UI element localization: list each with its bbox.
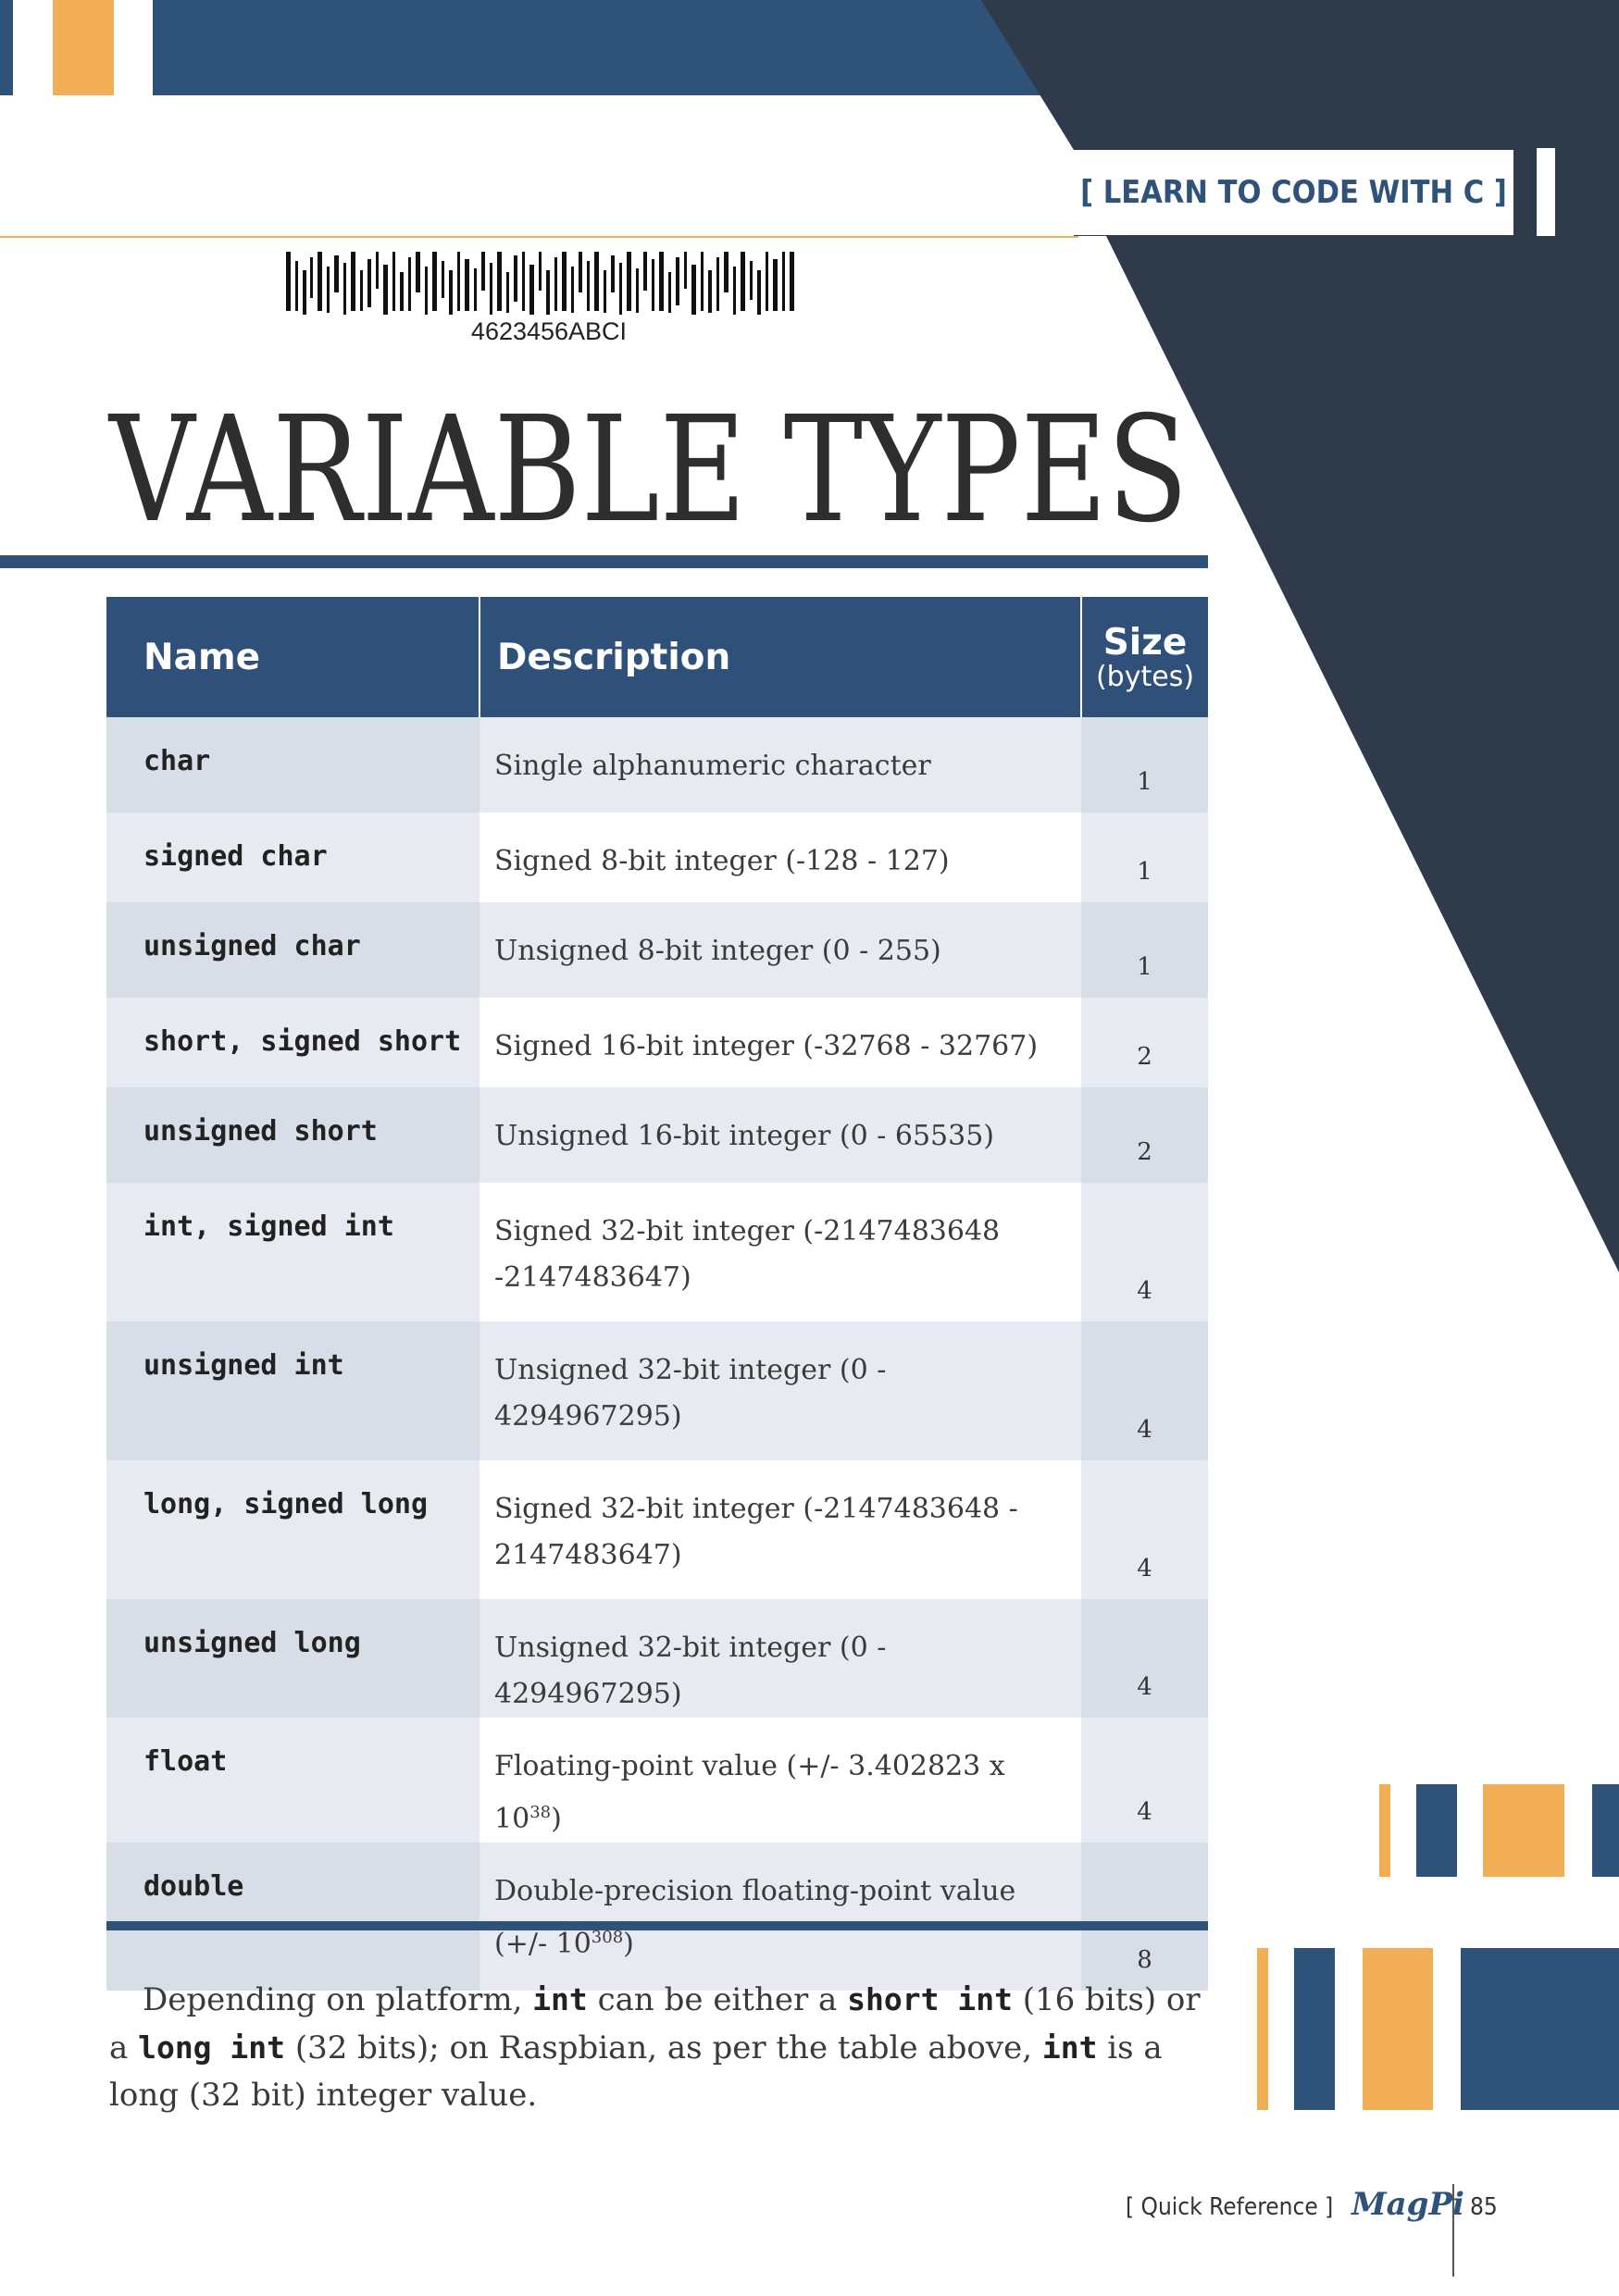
table-row: int, signed int Signed 32-bit integer (-…	[106, 1183, 1208, 1322]
deco-stripe-navy-3	[1294, 1948, 1335, 2110]
type-description: Signed 32-bit integer (-2147483648 -2147…	[479, 1183, 1081, 1322]
deco-white-stripe	[1537, 148, 1555, 236]
para-code: short int	[847, 1981, 1013, 2017]
barcode-number: 4623456ABCI	[470, 317, 628, 345]
magpi-logo: MagPi	[1351, 2186, 1464, 2223]
section-header-tag: [ LEARN TO CODE WITH C ]	[1074, 150, 1513, 235]
type-name: long, signed long	[106, 1460, 479, 1599]
type-name: unsigned int	[106, 1322, 479, 1460]
type-description: Signed 16-bit integer (-32768 - 32767)	[479, 998, 1081, 1087]
header-name: Name	[106, 597, 480, 717]
header-size: Size (bytes)	[1081, 597, 1208, 717]
table-row: char Single alphanumeric character 1	[106, 717, 1208, 813]
para-code: int	[532, 1981, 588, 2017]
deco-stripe-navy-4	[1461, 1948, 1619, 2110]
type-size: 4	[1081, 1599, 1208, 1718]
table-bottom-rule	[106, 1921, 1208, 1930]
table-row: unsigned short Unsigned 16-bit integer (…	[106, 1087, 1208, 1183]
page-number: 85	[1470, 2193, 1498, 2221]
type-name: float	[106, 1718, 479, 1843]
type-name: signed char	[106, 813, 479, 902]
para-text: is a long (32 bit) integer value.	[109, 2029, 1163, 2114]
para-text: (16 bits) or a	[109, 1981, 1201, 2066]
para-text: (32 bits); on Raspbian, as per the table…	[285, 2029, 1042, 2066]
header-size-label: Size	[1102, 622, 1188, 664]
type-name: char	[106, 717, 479, 813]
type-description: Unsigned 32-bit integer (0 - 4294967295)	[479, 1599, 1081, 1718]
type-size: 4	[1081, 1718, 1208, 1843]
deco-stripe-orange-2	[1363, 1948, 1433, 2110]
body-paragraph: Depending on platform, int can be either…	[109, 1976, 1202, 2119]
desc-text: Double-precision floating-point value (+…	[494, 1875, 1016, 1960]
deco-stripe-orange	[53, 0, 114, 95]
page-title: VARIABLE TYPES	[109, 385, 1189, 555]
type-name: unsigned char	[106, 902, 479, 998]
deco-stripe-orange-thin-1	[1379, 1784, 1390, 1877]
header-description: Description	[479, 597, 1082, 717]
type-name: int, signed int	[106, 1183, 479, 1322]
table-row: float Floating-point value (+/- 3.402823…	[106, 1718, 1208, 1843]
deco-stripe-navy-small	[0, 0, 13, 95]
header-description-label: Description	[497, 636, 731, 678]
deco-stripe-orange-1	[1483, 1784, 1564, 1877]
table-row: unsigned char Unsigned 8-bit integer (0 …	[106, 902, 1208, 998]
table-row: long, signed long Signed 32-bit integer …	[106, 1460, 1208, 1599]
type-size: 2	[1081, 998, 1208, 1087]
section-header-text: [ LEARN TO CODE WITH C ]	[1080, 174, 1507, 211]
type-name: unsigned short	[106, 1087, 479, 1183]
footer-divider	[1452, 2184, 1454, 2277]
type-size: 8	[1081, 1843, 1208, 1991]
header-rule	[0, 236, 1078, 238]
type-description: Signed 8-bit integer (-128 - 127)	[479, 813, 1081, 902]
desc-text: Floating-point value (+/- 3.402823 x 10	[494, 1750, 1005, 1835]
para-text: can be either a	[587, 1981, 848, 2018]
desc-text-end: )	[551, 1803, 562, 1835]
para-text: Depending on platform,	[143, 1981, 533, 2018]
desc-text-end: )	[623, 1928, 634, 1960]
footer-section-label: [ Quick Reference ]	[1126, 2193, 1334, 2221]
para-code: long int	[138, 2029, 286, 2066]
type-description: Double-precision floating-point value (+…	[479, 1843, 1081, 1991]
type-size: 2	[1081, 1087, 1208, 1183]
table-row: unsigned long Unsigned 32-bit integer (0…	[106, 1599, 1208, 1718]
para-code: int	[1041, 2029, 1098, 2066]
table-row: double Double-precision floating-point v…	[106, 1843, 1208, 1991]
table-row: signed char Signed 8-bit integer (-128 -…	[106, 813, 1208, 902]
table-header-row: Name Description Size (bytes)	[106, 597, 1208, 717]
type-size: 1	[1081, 717, 1208, 813]
variable-types-table: Name Description Size (bytes) char Singl…	[106, 597, 1208, 1991]
desc-exponent: 308	[591, 1928, 624, 1947]
desc-exponent: 38	[529, 1803, 552, 1822]
type-size: 1	[1081, 902, 1208, 998]
type-description: Unsigned 32-bit integer (0 - 4294967295)	[479, 1322, 1081, 1460]
header-size-unit: (bytes)	[1095, 661, 1195, 693]
barcode-graphic	[286, 252, 794, 315]
type-name: short, signed short	[106, 998, 479, 1087]
deco-stripe-navy-2	[1592, 1784, 1619, 1877]
deco-banner-navy	[153, 0, 1088, 95]
type-size: 4	[1081, 1183, 1208, 1322]
title-rule	[0, 555, 1208, 568]
type-size: 4	[1081, 1322, 1208, 1460]
type-description: Unsigned 8-bit integer (0 - 255)	[479, 902, 1081, 998]
type-description: Signed 32-bit integer (-2147483648 - 214…	[479, 1460, 1081, 1599]
type-description: Floating-point value (+/- 3.402823 x 103…	[479, 1718, 1081, 1843]
type-name: unsigned long	[106, 1599, 479, 1718]
table-row: unsigned int Unsigned 32-bit integer (0 …	[106, 1322, 1208, 1460]
header-name-label: Name	[143, 636, 261, 678]
table-row: short, signed short Signed 16-bit intege…	[106, 998, 1208, 1087]
type-size: 4	[1081, 1460, 1208, 1599]
deco-stripe-navy-1	[1416, 1784, 1457, 1877]
type-name: double	[106, 1843, 479, 1991]
deco-stripe-orange-thin-2	[1257, 1948, 1268, 2110]
deco-dark-band	[981, 0, 1619, 1272]
type-size: 1	[1081, 813, 1208, 902]
type-description: Unsigned 16-bit integer (0 - 65535)	[479, 1087, 1081, 1183]
type-description: Single alphanumeric character	[479, 717, 1081, 813]
